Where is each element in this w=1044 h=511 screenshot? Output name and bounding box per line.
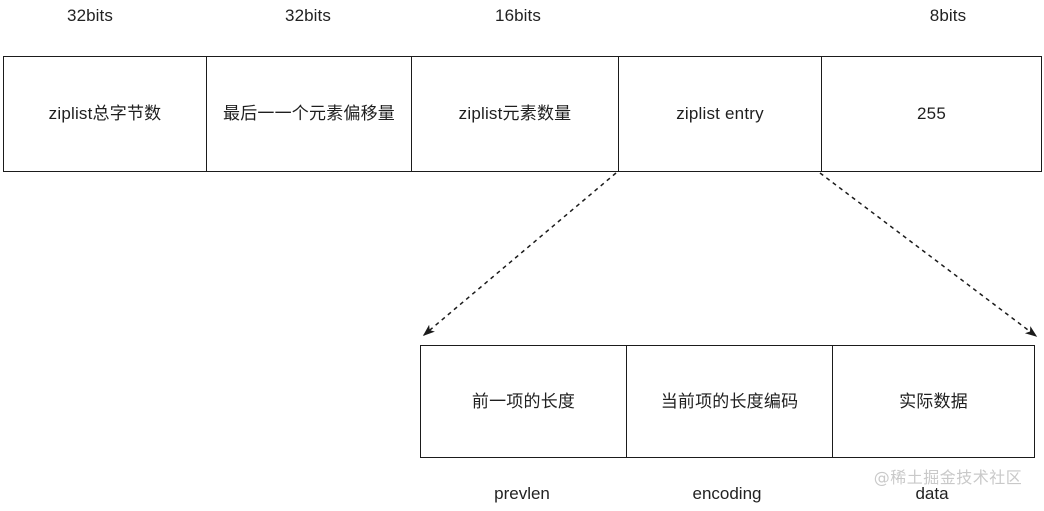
entry-cell-prevlen: 前一项的长度 — [421, 346, 626, 457]
ziplist-cell-zltail: 最后一一个元素偏移量 — [206, 57, 411, 171]
bit-label-entry-count: 16bits — [495, 6, 541, 25]
ziplist-cell-entry: ziplist entry — [618, 57, 821, 171]
entry-foot-label-data: data — [915, 484, 949, 503]
ziplist-cell-zlbytes: ziplist总字节数 — [4, 57, 206, 171]
connector-left-dashed — [422, 172, 617, 336]
entry-cell-encoding: 当前项的长度编码 — [626, 346, 832, 457]
entry-cell-encoding-label: 当前项的长度编码 — [660, 391, 799, 411]
watermark: @稀土掘金技术社区 — [873, 468, 1023, 487]
ziplist-cell-entry-label: ziplist entry — [676, 104, 764, 123]
connector-right-dashed — [819, 172, 1038, 337]
bit-label-ziplist-bytes: 32bits — [67, 6, 113, 25]
ziplist-structure-box: ziplist总字节数 最后一一个元素偏移量 ziplist元素数量 zipli… — [3, 56, 1042, 172]
entry-cell-prevlen-label: 前一项的长度 — [471, 391, 576, 411]
ziplist-cell-zllen-label: ziplist元素数量 — [458, 104, 572, 123]
bit-label-tail-offset: 32bits — [285, 6, 331, 25]
ziplist-cell-zllen: ziplist元素数量 — [411, 57, 618, 171]
bit-label-end-byte: 8bits — [929, 6, 967, 25]
ziplist-entry-detail-box: 前一项的长度 当前项的长度编码 实际数据 — [420, 345, 1035, 458]
ziplist-cell-zlend: 255 — [821, 57, 1041, 171]
entry-cell-data-label: 实际数据 — [899, 391, 968, 411]
entry-cell-data: 实际数据 — [832, 346, 1034, 457]
ziplist-cell-zlbytes-label: ziplist总字节数 — [48, 104, 162, 123]
ziplist-cell-zlend-label: 255 — [917, 104, 946, 123]
entry-foot-label-prevlen: prevlen — [494, 484, 550, 503]
ziplist-cell-zltail-label: 最后一一个元素偏移量 — [223, 104, 395, 123]
entry-foot-label-encoding: encoding — [692, 484, 762, 503]
